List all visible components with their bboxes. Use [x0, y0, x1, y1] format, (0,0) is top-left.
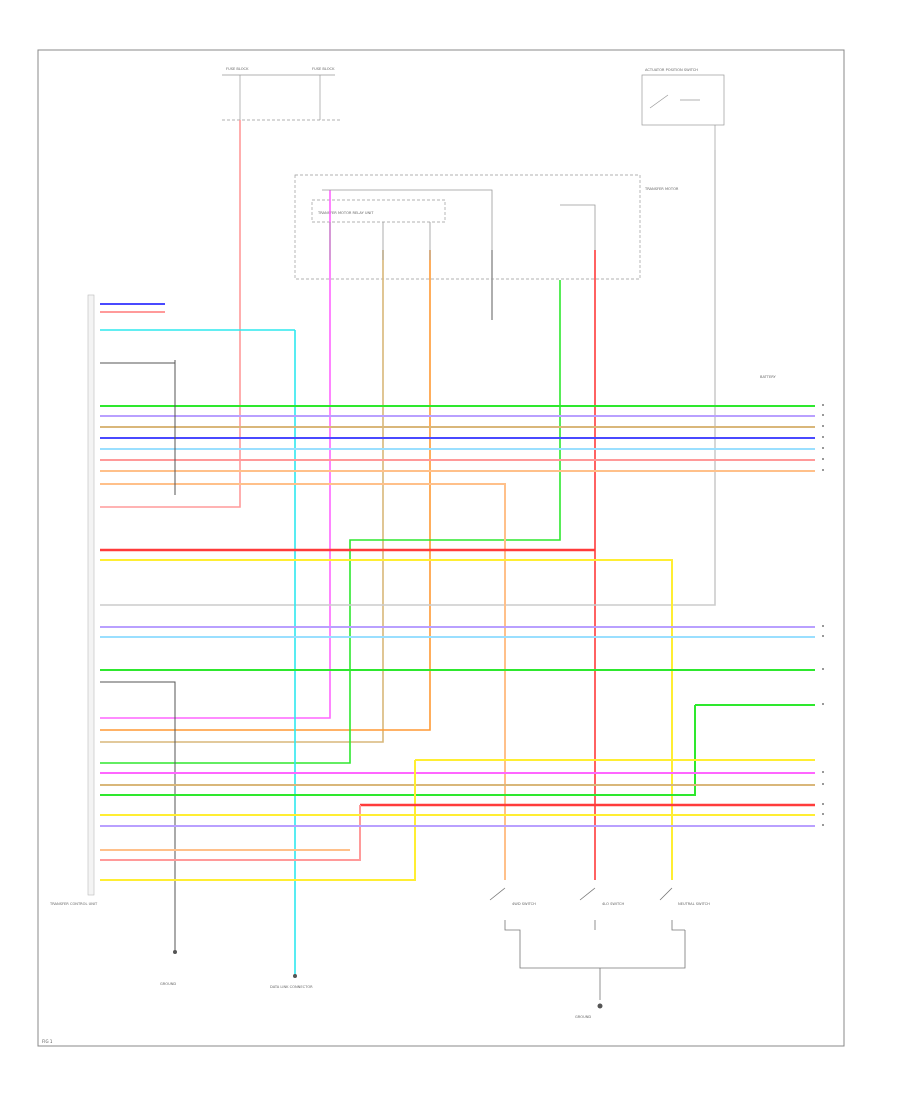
- vertical-wires: [100, 120, 716, 975]
- right-terminals: [822, 404, 824, 826]
- transfer-motor-relay-label: TRANSFER MOTOR RELAY UNIT: [317, 211, 374, 215]
- actuator-label: ACTUATOR POSITION SWITCH: [645, 68, 698, 72]
- transfer-motor-box: [294, 174, 641, 280]
- diagram-frame: [37, 49, 845, 1047]
- motor-internals: [322, 189, 596, 260]
- transfer-motor-label: TRANSFER MOTOR: [644, 187, 679, 191]
- ground-label-2: DATA LINK CONNECTOR: [270, 985, 313, 989]
- dlc-point: [293, 974, 297, 978]
- top-fuse-block: [222, 74, 340, 121]
- switch-label-3: NEUTRAL SWITCH: [678, 902, 710, 906]
- horizontal-bus: [100, 303, 815, 950]
- control-unit-connector: [87, 294, 95, 896]
- switch-label-1: 4WD SWITCH: [512, 902, 536, 906]
- ground-label-3: GROUND: [575, 1015, 591, 1019]
- fig-label: FIG 1: [42, 1039, 53, 1044]
- ground-label-1: GROUND: [160, 982, 176, 986]
- fuse-label-2: FUSE BLOCK: [312, 67, 335, 71]
- battery-label: BATTERY: [760, 375, 777, 379]
- switch-group: [489, 887, 686, 1000]
- fuse-label-1: FUSE BLOCK: [226, 67, 249, 71]
- ground-point-switch: [597, 1003, 603, 1009]
- switch-label-2: 4LO SWITCH: [602, 902, 625, 906]
- actuator-box: [641, 74, 725, 150]
- module-caption: TRANSFER CONTROL UNIT: [49, 902, 98, 906]
- ground-point-left: [173, 950, 177, 954]
